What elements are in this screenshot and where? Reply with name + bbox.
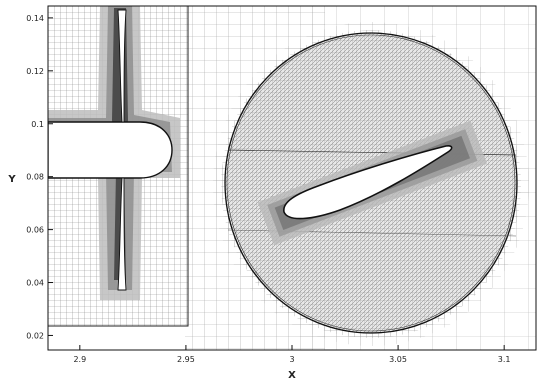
y-tick-label: 0.1 bbox=[31, 120, 44, 129]
x-axis: 2.9 2.95 3 3.05 3.1 bbox=[73, 345, 511, 364]
y-tick-label: 0.14 bbox=[26, 14, 44, 23]
left-body bbox=[48, 121, 173, 179]
y-tick-label: 0.06 bbox=[26, 226, 44, 235]
x-tick-label: 3.1 bbox=[498, 355, 511, 364]
x-axis-label: X bbox=[288, 370, 296, 381]
airfoil-body bbox=[283, 145, 453, 220]
y-tick-label: 0.04 bbox=[26, 279, 44, 288]
y-axis: 0.02 0.04 0.06 0.08 0.1 0.12 0.14 bbox=[26, 14, 53, 340]
x-tick-label: 3.05 bbox=[389, 355, 407, 364]
x-tick-label: 2.9 bbox=[73, 355, 86, 364]
y-axis-label: Y bbox=[7, 174, 16, 185]
x-tick-label: 3 bbox=[289, 355, 294, 364]
y-tick-label: 0.12 bbox=[26, 67, 44, 76]
x-tick-label: 2.95 bbox=[177, 355, 195, 364]
mesh-plot-area bbox=[48, 6, 536, 350]
y-tick-label: 0.02 bbox=[26, 331, 44, 340]
y-tick-label: 0.08 bbox=[26, 173, 44, 182]
